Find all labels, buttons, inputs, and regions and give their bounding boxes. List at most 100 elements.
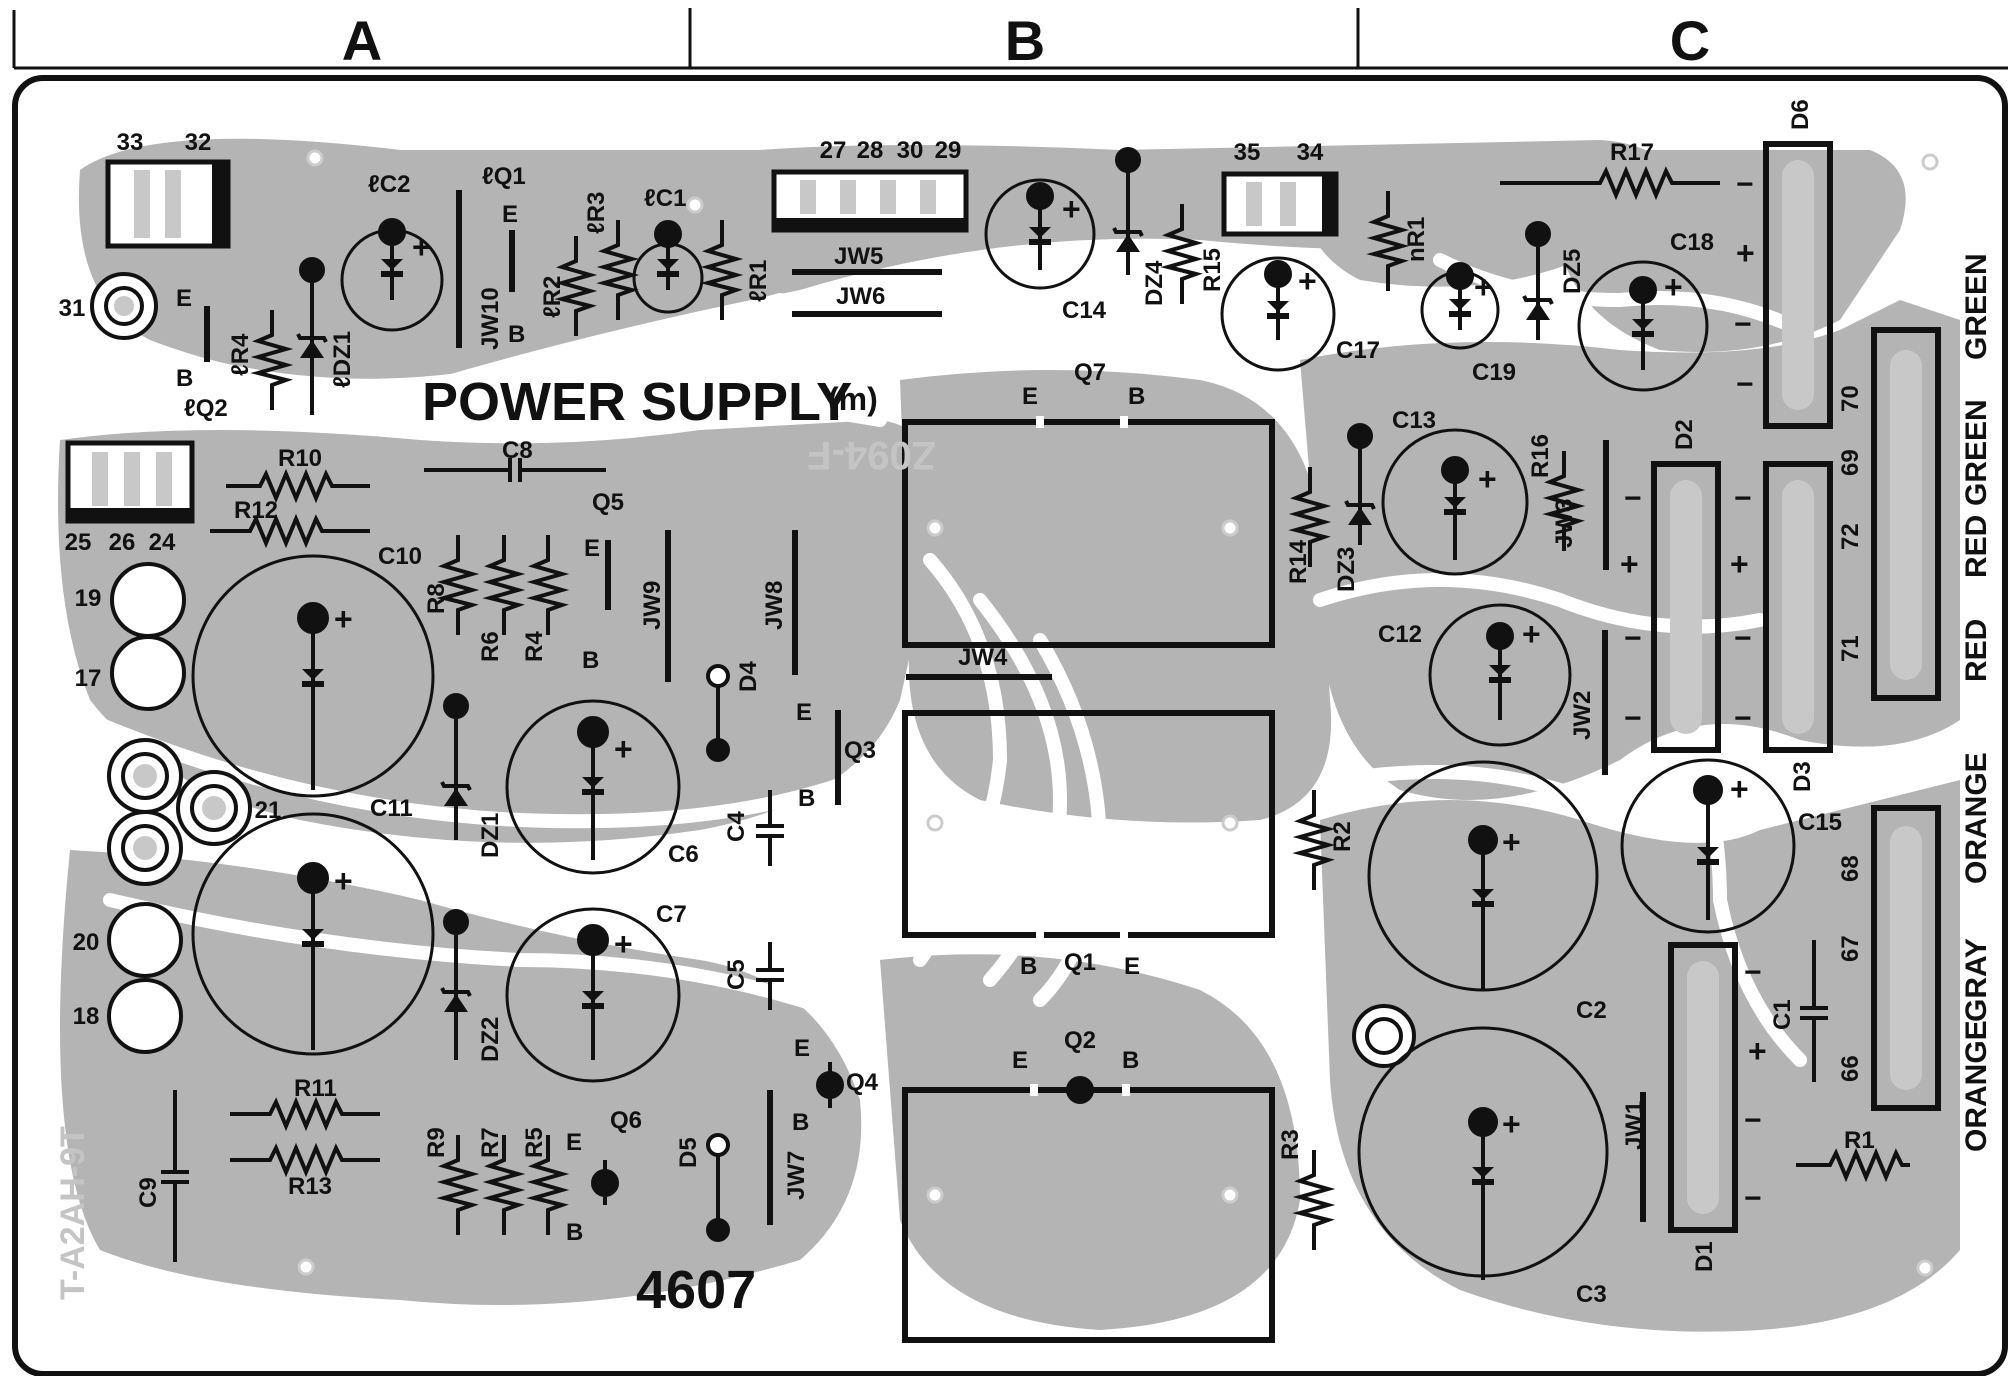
board-title-suffix: (m) [828,381,878,417]
svg-text:B: B [1020,953,1037,980]
label-q1: Q1 [1064,949,1096,976]
connector-27-label: 27 [820,137,847,164]
label-jw9: JW9 [639,581,666,630]
svg-text:−: − [1624,702,1642,735]
wire-label-red-2: RED [1960,619,1993,682]
label-c13: C13 [1392,407,1436,434]
svg-text:+: + [334,601,353,637]
label-jw5: JW5 [834,243,883,270]
label-c5: C5 [723,959,750,990]
label-dz2: DZ2 [477,1017,504,1062]
connector-block-27-30 [771,169,969,233]
label-r4: R4 [521,631,548,662]
svg-text:E: E [794,1035,810,1062]
terminal-20-label: 20 [73,929,100,956]
svg-text:+: + [412,229,431,265]
svg-text:+: + [1730,546,1749,582]
label-c2: C2 [1576,997,1607,1024]
svg-text:B: B [798,785,815,812]
label-lr4: ℓR4 [227,333,254,376]
svg-text:+: + [334,863,353,899]
svg-text:B: B [566,1219,583,1246]
mirrored-board-code: T-A2AH-9T [54,1126,92,1300]
svg-text:+: + [1620,546,1639,582]
label-c6: C6 [668,841,699,868]
pin-letters: E B E B E B E B E B E B E B B E E B [176,201,1145,1246]
label-c17: C17 [1336,337,1380,364]
svg-text:67: 67 [1837,935,1864,962]
label-r9: R9 [423,1127,450,1158]
svg-text:+: + [1474,269,1493,305]
svg-text:E: E [176,285,192,312]
label-c1: C1 [1769,999,1796,1030]
connector-35-label: 35 [1234,139,1261,166]
board-number: 4607 [636,1260,756,1320]
zener-diodes [299,147,1551,1060]
label-q3: Q3 [844,737,876,764]
label-c8: C8 [502,437,533,464]
label-r8: R8 [423,583,450,614]
label-c9: C9 [135,1177,162,1208]
svg-text:B: B [508,321,525,348]
label-r17: R17 [1610,139,1654,166]
label-dz3: DZ3 [1333,547,1360,592]
terminal-31-label: 31 [59,295,86,322]
signal-diodes [591,664,1094,1242]
svg-text:B: B [176,365,193,392]
svg-text:+: + [1298,263,1317,299]
svg-text:72: 72 [1837,523,1864,550]
connector-25-label: 25 [65,529,92,556]
svg-text:+: + [1478,461,1497,497]
wire-label-red-1: RED [1960,515,1993,578]
terminal-17-label: 17 [75,665,102,692]
label-r10: R10 [278,445,322,472]
label-r5: R5 [521,1127,548,1158]
wire-label-green-2: GREEN [1960,399,1993,506]
label-dz1: DZ1 [477,813,504,858]
trace-gaps [83,253,1807,1067]
label-c19: C19 [1472,359,1516,386]
label-r15: R15 [1199,248,1226,292]
svg-text:69: 69 [1837,449,1864,476]
column-label-a: A [342,9,382,72]
label-q7: Q7 [1074,359,1106,386]
label-dz5: DZ5 [1559,249,1586,294]
label-lr3: ℓR3 [583,192,610,234]
svg-text:+: + [1748,1033,1767,1069]
svg-text:−: − [1736,368,1754,401]
svg-text:E: E [584,535,600,562]
connector-28-label: 28 [857,137,884,164]
svg-text:−: − [1734,308,1752,341]
rectifier-diodes [1651,141,1941,1233]
label-c7: C7 [656,901,687,928]
label-d6: D6 [1787,99,1814,130]
label-jw2: JW2 [1569,691,1596,740]
connector-34-label: 34 [1297,139,1324,166]
connector-32-label: 32 [185,129,212,156]
svg-text:68: 68 [1837,855,1864,882]
svg-text:E: E [1124,953,1140,980]
svg-text:−: − [1624,482,1642,515]
svg-text:B: B [1128,383,1145,410]
svg-text:+: + [614,731,633,767]
capacitor-polarity-leads [297,182,1723,1280]
column-label-c: C [1670,9,1710,72]
plus-markings: + + + + + + + + + + + + + + + + + + [334,191,1767,1142]
svg-text:−: − [1744,1104,1762,1137]
label-r12: R12 [234,497,278,524]
connector-30-label: 30 [897,137,924,164]
label-jw6: JW6 [836,283,885,310]
label-d4: D4 [735,661,762,692]
svg-text:66: 66 [1837,1055,1864,1082]
connector-33-label: 33 [117,129,144,156]
wire-label-orange-2: ORANGE [1960,1020,1993,1152]
connector-block-33-32 [105,159,231,249]
grid-header: A B C [12,8,2008,72]
terminal-pads [90,272,1416,1068]
label-r3: R3 [1277,1129,1304,1160]
svg-text:71: 71 [1837,635,1864,662]
label-lq1: ℓQ1 [482,163,526,190]
jumper-wires [204,190,1646,1225]
label-d3: D3 [1789,761,1816,792]
label-r11: R11 [294,1075,337,1102]
